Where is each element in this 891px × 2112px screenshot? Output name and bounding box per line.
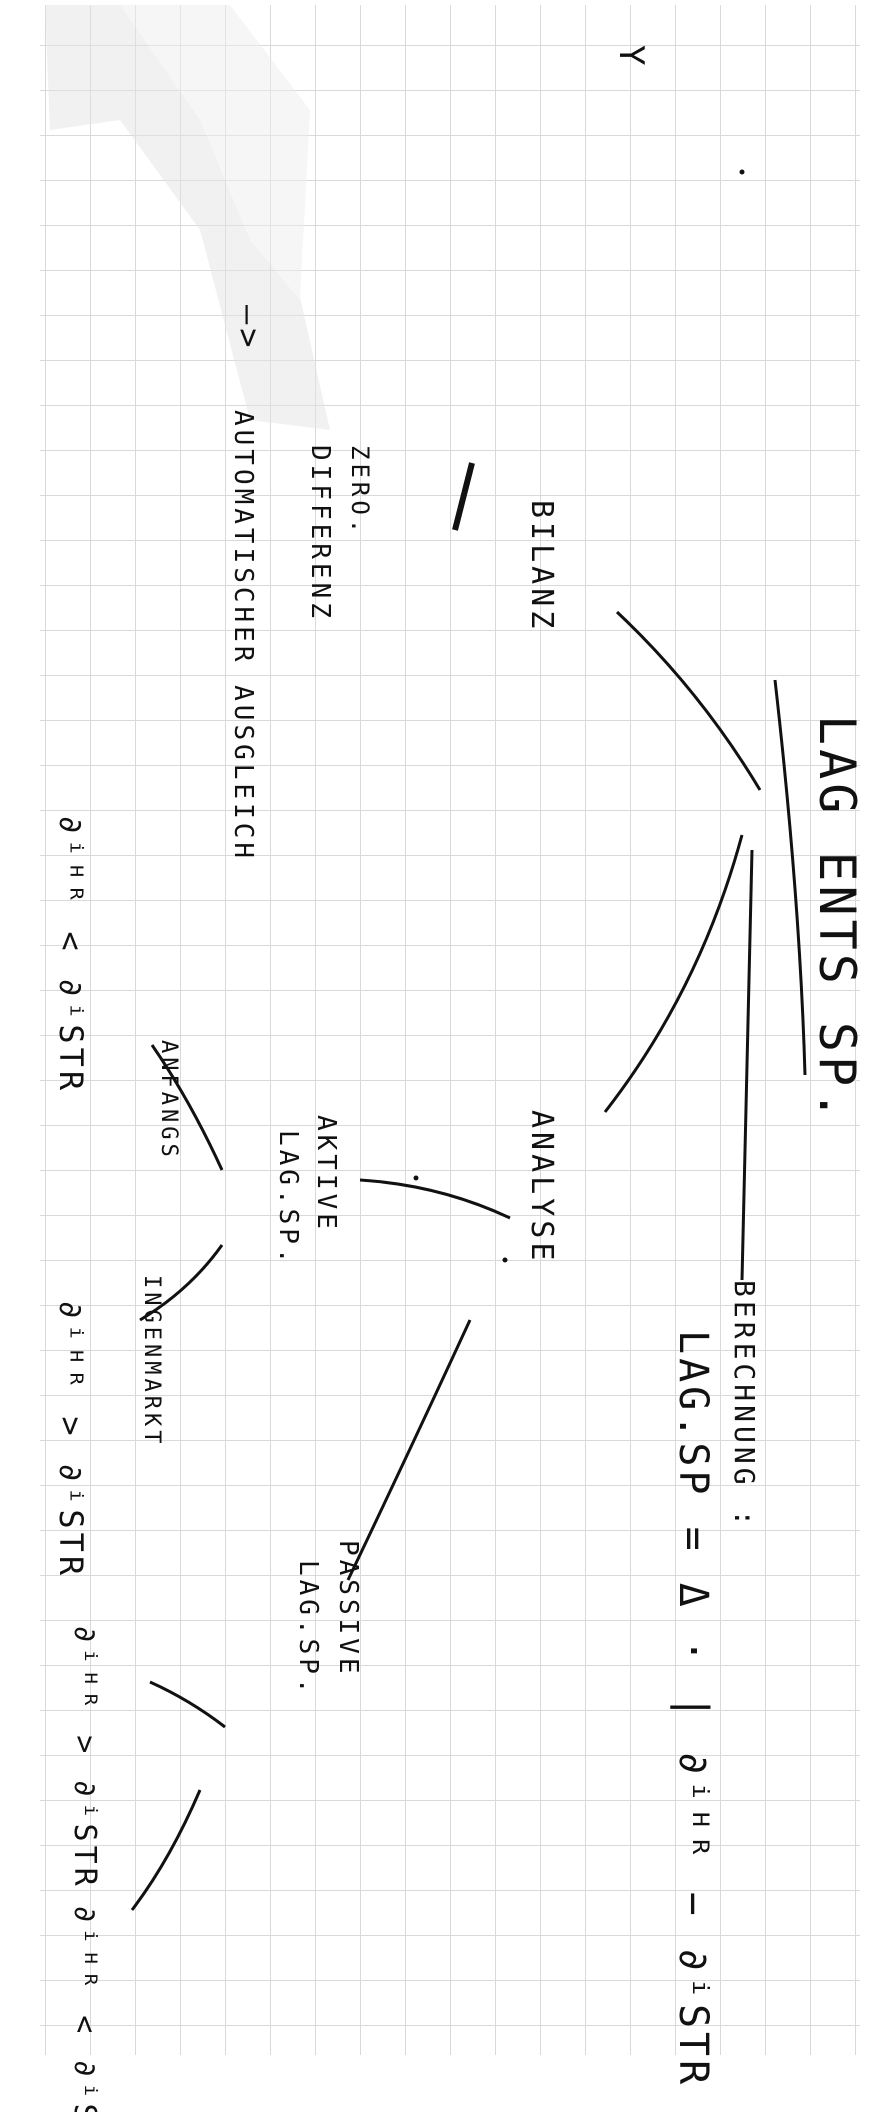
branch-line — [603, 834, 744, 1113]
bilanz-label: BILANZ — [524, 500, 559, 632]
berechnung-label: BERECHNUNG : — [728, 1280, 761, 1530]
auto-ausgleich-label: AUTOMATISCHER AUSGLEICH — [228, 410, 258, 862]
anfang-label: ANFANGS — [156, 1040, 181, 1161]
branch-line — [150, 1044, 224, 1171]
grid-background — [40, 5, 860, 2055]
branch-line — [740, 849, 754, 1281]
differenz-label: DIFFERENZ — [305, 445, 335, 622]
passive-condition-b: ∂ⁱᴴᴿ < ∂ⁱSTR — [67, 1905, 102, 2112]
branch-line — [130, 1789, 202, 1911]
watermark-shape — [45, 5, 330, 430]
ink-dot — [739, 169, 745, 175]
ingenmark-label: INGENMARKT — [139, 1275, 164, 1447]
branch-line — [139, 1244, 224, 1322]
branch-line — [615, 610, 762, 791]
ink-dot — [413, 1175, 419, 1181]
branch-line — [359, 1178, 511, 1220]
title: LAG ENTS SP. — [808, 715, 866, 1124]
ink-dot — [502, 1257, 508, 1263]
aktive-label: AKTIVE — [311, 1115, 341, 1233]
aktive-lagsp-label: LAG.SP. — [273, 1130, 303, 1268]
passive-condition-a: ∂ⁱᴴᴿ > ∂ⁱSTR — [67, 1625, 102, 1890]
ingenmark-condition: ∂ⁱᴴᴿ > ∂ⁱSTR — [52, 1300, 90, 1579]
analyse-label: ANALYSE — [524, 1110, 559, 1264]
passive-label: PASSIVE — [333, 1540, 363, 1678]
branch-line — [149, 1680, 226, 1729]
separator-stroke — [452, 462, 475, 531]
corner-mark: Y — [611, 45, 651, 69]
zero-label: ZERO. — [346, 445, 374, 537]
arrow-glyph: —> — [230, 305, 268, 352]
anfang-condition: ∂ⁱᴴᴿ < ∂ⁱSTR — [52, 815, 90, 1094]
branch-line — [346, 1319, 472, 1581]
berechnung-formula: LAG.SP = Δ · | ∂ⁱᴴᴿ − ∂ⁱSTR | — [670, 1330, 716, 2112]
passive-lagsp-label: LAG.SP. — [293, 1560, 323, 1698]
title-underline — [773, 679, 807, 1076]
